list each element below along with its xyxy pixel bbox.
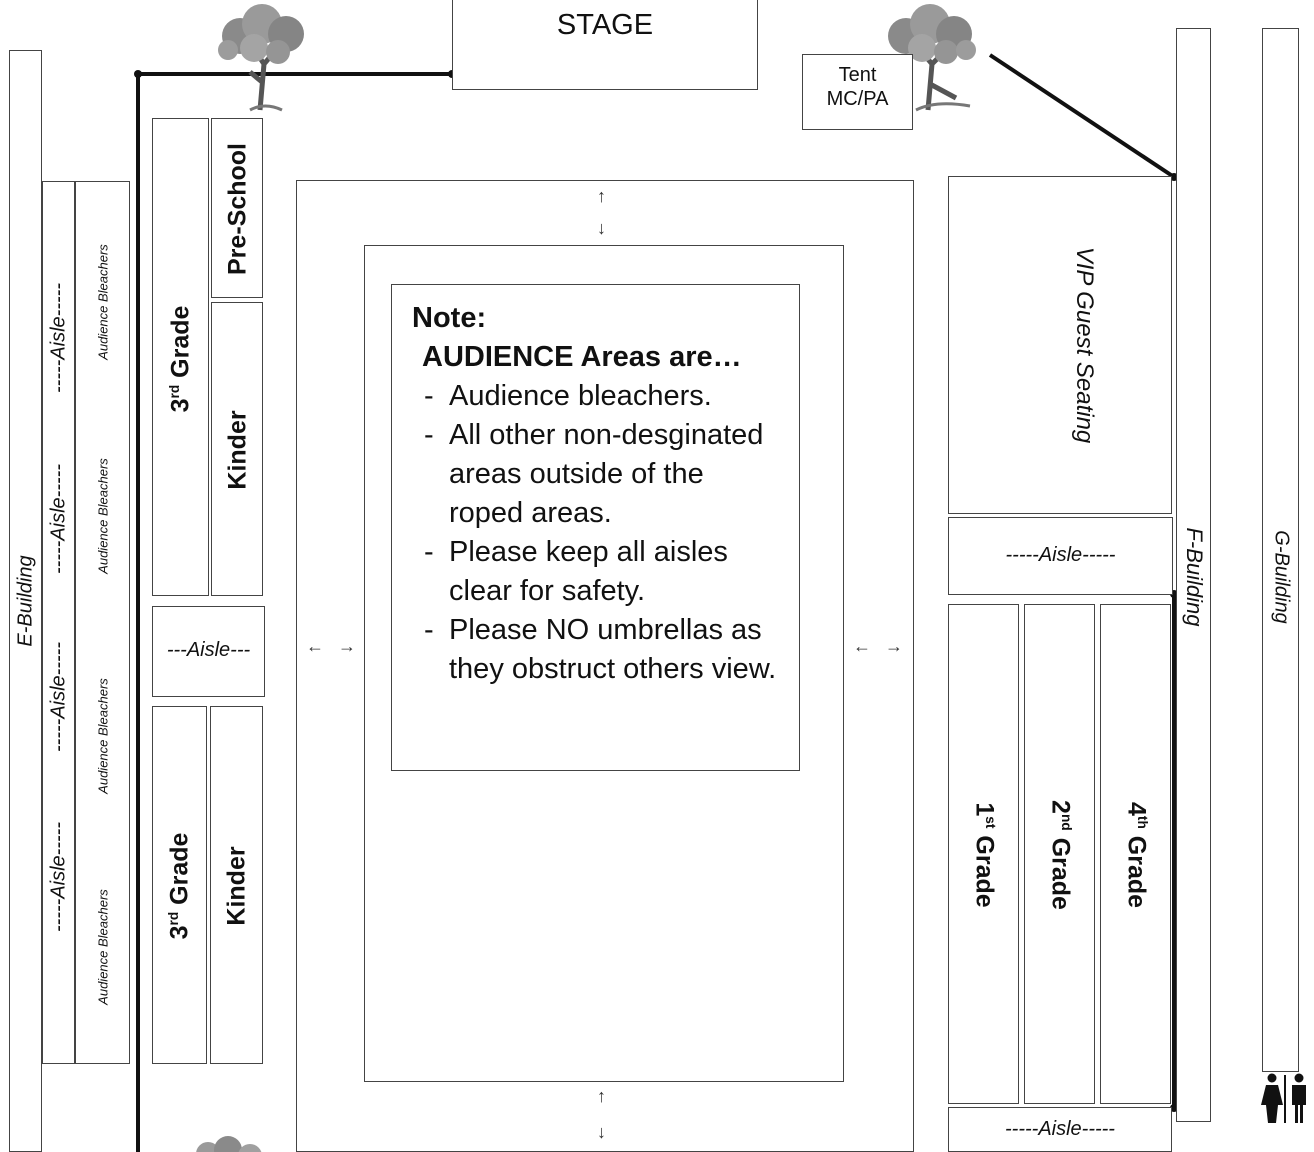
note-list: Audience bleachers. All other non-desgin… — [412, 377, 785, 689]
left-middle-aisle: ---Aisle--- — [152, 606, 265, 697]
e-building: E-Building — [9, 50, 42, 1152]
g-building-label: G-Building — [1270, 530, 1293, 624]
arrow-up-icon: ↑ — [597, 1086, 606, 1106]
e-building-label: E-Building — [14, 555, 37, 647]
g-building: G-Building — [1262, 28, 1299, 1072]
aisle-label: -----Aisle----- — [47, 464, 70, 574]
stage-label: STAGE — [556, 9, 654, 41]
note-item: All other non-desginated areas outside o… — [412, 416, 785, 533]
note-item: Audience bleachers. — [412, 377, 785, 416]
tent-label: Tent — [838, 64, 877, 86]
vip-guest-seating: VIP Guest Seating — [948, 176, 1172, 514]
note-item: Please NO umbrellas as they obstruct oth… — [412, 611, 785, 689]
tent-sublabel: MC/PA — [826, 88, 889, 110]
aisle-label: -----Aisle----- — [47, 283, 70, 393]
first-grade-area: 1st Grade — [948, 604, 1019, 1104]
note-title: Note: — [412, 302, 487, 334]
kinder-upper: Kinder — [211, 302, 263, 596]
f-building-label: F-Building — [1182, 527, 1207, 627]
vip-label: VIP Guest Seating — [1071, 246, 1098, 444]
arrow-right-icon: → — [885, 636, 903, 656]
left-aisle-column: -----Aisle----- -----Aisle----- -----Ais… — [42, 181, 75, 1064]
right-aisle-top: -----Aisle----- — [948, 517, 1173, 595]
bleacher-label: Audience Bleachers — [95, 244, 111, 360]
aisle-label: -----Aisle----- — [1005, 544, 1116, 566]
tree-icon — [218, 4, 304, 112]
arrow-up-icon: ↑ — [597, 186, 606, 206]
audience-note: Note: AUDIENCE Areas are… Audience bleac… — [391, 284, 800, 771]
aisle-label: ---Aisle--- — [166, 639, 251, 661]
arrow-right-icon: → — [338, 636, 356, 656]
preschool-area: Pre-School — [211, 118, 263, 298]
arrow-down-icon: ↓ — [597, 218, 606, 238]
third-grade-label: 3rd Grade — [166, 305, 195, 413]
bleacher-label: Audience Bleachers — [95, 889, 111, 1005]
preschool-label: Pre-School — [223, 143, 252, 275]
third-grade-upper: 3rd Grade — [152, 118, 209, 596]
aisle-label: -----Aisle----- — [47, 642, 70, 752]
right-aisle-bottom: -----Aisle----- — [948, 1107, 1172, 1152]
fourth-grade-area: 4th Grade — [1100, 604, 1171, 1104]
third-grade-lower: 3rd Grade — [152, 706, 207, 1064]
kinder-label: Kinder — [222, 846, 251, 926]
tent-mc-pa: Tent MC/PA — [802, 54, 913, 130]
bleacher-label: Audience Bleachers — [95, 678, 111, 794]
arrow-left-icon: ← — [306, 636, 324, 656]
note-item: Please keep all aisles clear for safety. — [412, 533, 785, 611]
third-grade-label: 3rd Grade — [165, 832, 194, 940]
restroom-icon — [1261, 1073, 1306, 1123]
note-subtitle: AUDIENCE Areas are… — [422, 341, 742, 373]
tree-icon — [888, 4, 976, 112]
stage: STAGE — [452, 0, 758, 90]
arrow-left-icon: ← — [853, 636, 871, 656]
f-building: F-Building — [1176, 28, 1211, 1122]
aisle-label: -----Aisle----- — [47, 822, 70, 932]
aisle-label: -----Aisle----- — [1005, 1118, 1115, 1140]
second-grade-area: 2nd Grade — [1024, 604, 1095, 1104]
first-grade-label: 1st Grade — [970, 802, 999, 908]
kinder-label: Kinder — [223, 410, 252, 490]
bleacher-label: Audience Bleachers — [95, 458, 111, 574]
kinder-lower: Kinder — [210, 706, 263, 1064]
tree-icon — [196, 1136, 262, 1152]
second-grade-label: 2nd Grade — [1046, 800, 1075, 910]
arrow-down-icon: ↓ — [597, 1122, 606, 1142]
audience-bleachers: Audience Bleachers Audience Bleachers Au… — [75, 181, 130, 1064]
fourth-grade-label: 4th Grade — [1122, 801, 1151, 909]
